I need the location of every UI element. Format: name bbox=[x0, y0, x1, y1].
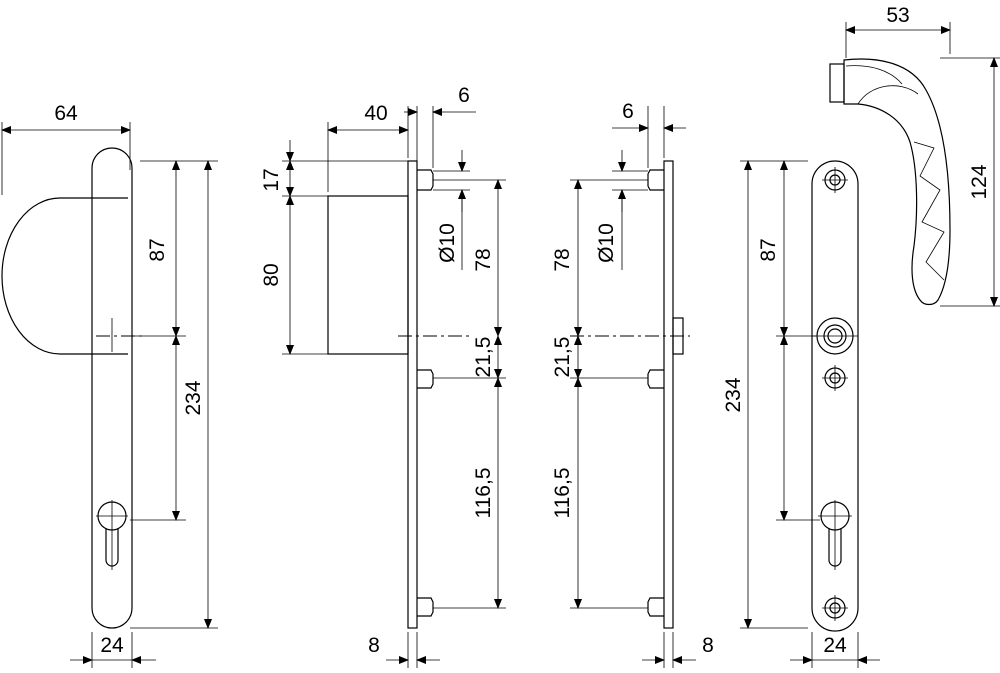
dim-label-projection: 53 bbox=[886, 4, 909, 27]
dim-label-upper-spacing: 78 bbox=[551, 248, 574, 271]
dim-label-lower-spacing: 116,5 bbox=[472, 468, 495, 519]
plate-profile bbox=[663, 160, 674, 629]
dim-label-height: 124 bbox=[968, 164, 991, 199]
dim-label-pin-diameter: Ø10 bbox=[595, 223, 618, 263]
screw-hole-middle bbox=[822, 365, 848, 391]
cylinder-hole bbox=[96, 500, 128, 570]
plate-outline bbox=[91, 147, 133, 629]
side-view-knob-plate: 40 6 17 80 Ø10 78 21,5 116,5 8 bbox=[260, 84, 506, 668]
screw-hole-bottom bbox=[822, 595, 848, 621]
dim-label-mid-spacing: 21,5 bbox=[472, 337, 495, 378]
dim-label-pin-offset: 6 bbox=[458, 84, 470, 107]
dim-label-total-length: 234 bbox=[722, 377, 745, 412]
dim-label-pin-offset: 6 bbox=[622, 100, 634, 123]
dim-label-knob-height-top: 17 bbox=[260, 168, 283, 191]
dim-label-pin-diameter: Ø10 bbox=[436, 223, 459, 263]
dim-label-width-bottom: 24 bbox=[823, 634, 847, 657]
lever-handle-view: 53 124 bbox=[829, 4, 1000, 307]
knob-half-round bbox=[1, 197, 128, 355]
dim-label-upper-spacing: 87 bbox=[146, 238, 169, 261]
plate-profile bbox=[407, 160, 418, 629]
pins bbox=[612, 169, 664, 617]
cylinder-hole bbox=[818, 500, 852, 570]
front-view-handle-plate: 234 87 24 bbox=[722, 160, 880, 668]
dim-label-total-length: 234 bbox=[182, 380, 205, 415]
dim-label-width-top: 64 bbox=[54, 102, 78, 125]
dim-label-width-bottom: 24 bbox=[100, 634, 124, 657]
dim-label-knob-projection: 40 bbox=[364, 102, 387, 125]
knob-profile bbox=[327, 195, 409, 355]
handle-bearing bbox=[812, 317, 858, 355]
front-view-knob-plate: 64 87 234 24 bbox=[1, 102, 218, 668]
dim-label-knob-height: 80 bbox=[260, 263, 283, 286]
handle-neck bbox=[829, 63, 845, 103]
dim-label-lower-spacing: 116,5 bbox=[551, 468, 574, 519]
plate-outline bbox=[811, 160, 859, 632]
dim-label-plate-thickness: 8 bbox=[702, 634, 714, 657]
dim-label-plate-thickness: 8 bbox=[368, 634, 380, 657]
handle-lever-outline bbox=[843, 58, 951, 306]
dim-label-mid-spacing: 21,5 bbox=[551, 337, 574, 378]
screw-hole-top bbox=[822, 167, 848, 193]
side-view-handle-plate: 6 Ø10 78 21,5 116,5 8 bbox=[551, 100, 714, 668]
dim-label-upper-spacing: 78 bbox=[472, 248, 495, 271]
dim-label-upper-spacing: 87 bbox=[757, 238, 780, 261]
